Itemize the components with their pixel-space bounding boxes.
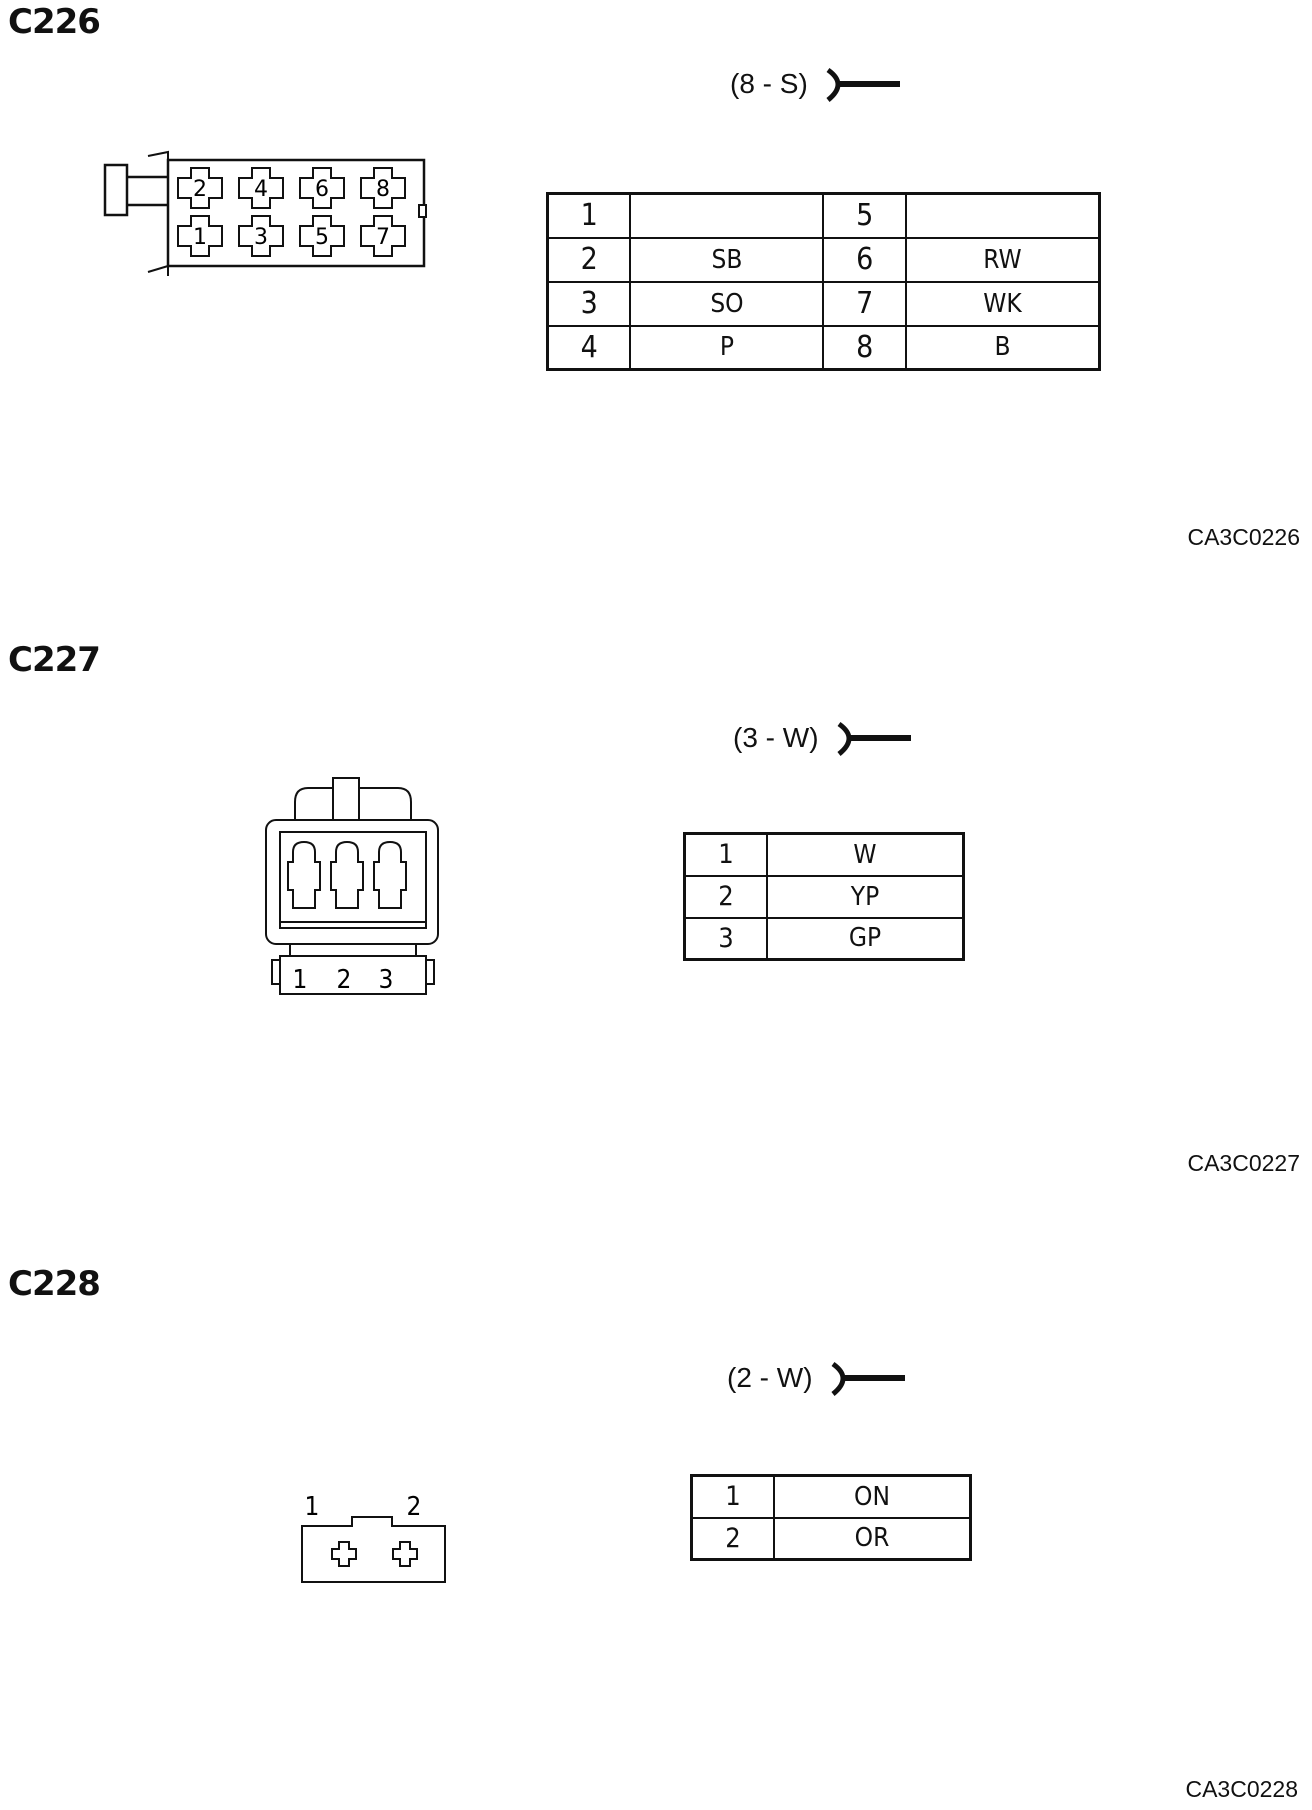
pin-number: 3 (546, 280, 632, 327)
cavity-label: 6 (315, 177, 329, 202)
pin-number: 1 (690, 1474, 775, 1519)
diagram-code: CA3C0228 (1185, 1776, 1298, 1802)
cavity-label: 3 (379, 965, 394, 995)
connector-diagram-8pin: 2 4 6 8 1 3 5 7 (103, 150, 427, 276)
wire-color: YP (766, 874, 965, 919)
pin-number: 4 (546, 324, 632, 371)
wire-color: RW (904, 236, 1101, 283)
terminal-cavity (299, 167, 345, 209)
pin-table: 1 W 2 YP 3 GP (683, 832, 965, 961)
cavity-label: 1 (305, 1492, 320, 1522)
pin-number: 2 (546, 236, 632, 283)
cavity-label: 8 (376, 177, 390, 202)
cavity-label: 2 (407, 1492, 422, 1522)
terminal-cavity (177, 167, 223, 209)
connector-plug-icon (826, 67, 900, 102)
connector-plug-icon (830, 1361, 905, 1396)
pin-number: 2 (690, 1516, 775, 1561)
connector-spec-label: (8 - S) (730, 68, 808, 99)
pin-table: 1 5 2 SB 6 RW 3 SO 7 WK 4 P 8 B (546, 192, 1101, 371)
cavity-label: 5 (315, 225, 329, 250)
pin-number: 5 (822, 192, 907, 239)
connector-spec: (2 - W) (727, 1358, 907, 1398)
pin-number: 1 (546, 192, 632, 239)
wire-color: SB (629, 236, 825, 283)
connector-spec: (3 - W) (733, 718, 913, 758)
section-c227: C227 (3 - W) 1 2 3 1 W (0, 630, 1312, 1190)
section-c226: C226 (8 - S) 2 4 6 8 1 3 5 7 1 5 2 SB (0, 0, 1312, 600)
pin-number: 6 (822, 236, 907, 283)
pin-table: 1 ON 2 OR (690, 1474, 972, 1561)
wire-color (629, 192, 825, 239)
cavity-label: 4 (254, 177, 268, 202)
wire-color (904, 192, 1101, 239)
diagram-code: CA3C0227 (1187, 1150, 1300, 1176)
wire-color: SO (629, 280, 825, 327)
cavity-label: 2 (193, 177, 207, 202)
pin-number: 2 (683, 874, 768, 919)
terminal-cavity (177, 215, 223, 257)
cavity-label: 2 (337, 965, 352, 995)
connector-spec-label: (3 - W) (733, 722, 819, 753)
connector-diagram-2pin: 1 2 (301, 1492, 446, 1583)
wire-color: W (766, 832, 965, 877)
cavity-label: 1 (293, 965, 308, 995)
cavity-label: 1 (193, 225, 207, 250)
cavity-label: 3 (254, 225, 268, 250)
terminal-cavity (238, 215, 284, 257)
pin-number: 7 (822, 280, 907, 327)
pin-number: 1 (683, 832, 768, 877)
wire-color: ON (773, 1474, 972, 1519)
connector-title: C226 (8, 2, 101, 42)
connector-spec-label: (2 - W) (727, 1362, 813, 1393)
connector-spec: (8 - S) (730, 64, 902, 104)
connector-diagram-3pin: 1 2 3 (265, 777, 439, 995)
terminal-cavity (360, 215, 406, 257)
connector-title: C227 (8, 640, 101, 680)
connector-plug-icon (836, 721, 911, 756)
terminal-cavity (360, 167, 406, 209)
connector-title: C228 (8, 1264, 101, 1304)
cavity-label: 7 (376, 225, 390, 250)
wire-color: P (629, 324, 825, 371)
wire-color: GP (766, 916, 965, 961)
wire-color: OR (773, 1516, 972, 1561)
terminal-cavities (287, 840, 407, 909)
diagram-code: CA3C0226 (1187, 524, 1300, 550)
pin-number: 8 (822, 324, 907, 371)
terminal-cavity (238, 167, 284, 209)
wire-color: B (904, 324, 1101, 371)
terminal-cavities (331, 1541, 418, 1567)
wire-color: WK (904, 280, 1101, 327)
pin-number: 3 (683, 916, 768, 961)
section-c228: C228 (2 - W) 1 2 1 ON 2 OR CA3C0228 (0, 1260, 1312, 1810)
terminal-cavity (299, 215, 345, 257)
